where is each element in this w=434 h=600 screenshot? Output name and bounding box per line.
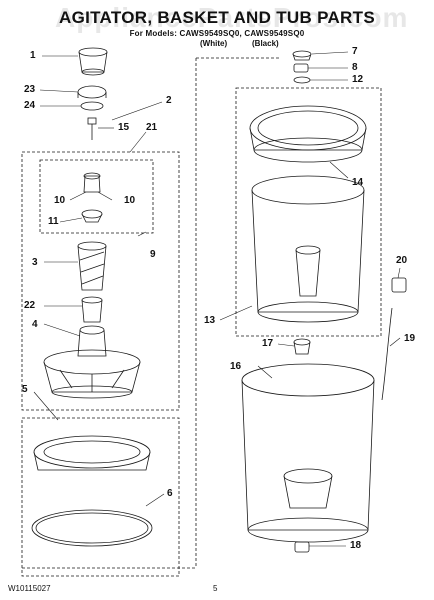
leader-lines — [33, 51, 401, 547]
part-bolt — [87, 117, 97, 140]
part-clip — [391, 277, 407, 293]
watermark: AppliancePartsPros.com — [55, 2, 409, 33]
doc-number: W10115027 — [8, 584, 51, 593]
callout-4: 4 — [32, 319, 38, 330]
part-hose — [381, 307, 393, 401]
callout-23: 23 — [24, 84, 36, 95]
callout-16: 16 — [230, 361, 242, 372]
callout-2: 2 — [166, 95, 172, 106]
part-spline — [81, 296, 103, 323]
group-box-basket — [235, 87, 382, 337]
callout-5: 5 — [22, 384, 28, 395]
part-cam-assembly — [81, 172, 103, 223]
part-gasket — [31, 509, 153, 547]
callout-12: 12 — [352, 74, 364, 85]
part-washer — [293, 76, 311, 84]
group-box-tub-ring — [21, 417, 180, 577]
part-nut — [293, 63, 309, 73]
page-number: 5 — [213, 584, 218, 593]
variant-black: (Black) — [252, 39, 279, 48]
callout-10b: 10 — [124, 195, 136, 206]
part-auger — [77, 241, 107, 291]
callout-8: 8 — [352, 62, 358, 73]
callout-14: 14 — [352, 177, 364, 188]
callout-1: 1 — [30, 50, 36, 61]
callout-11: 11 — [48, 216, 59, 227]
part-balance-ring — [249, 105, 367, 163]
callout-6: 6 — [167, 488, 173, 499]
callout-3: 3 — [32, 257, 38, 268]
callout-9: 9 — [150, 249, 156, 260]
part-tub-ring — [33, 435, 151, 471]
callout-18: 18 — [350, 540, 362, 551]
callout-24: 24 — [24, 100, 36, 111]
callout-22: 22 — [24, 300, 36, 311]
part-hub-nut — [294, 541, 310, 553]
part-bushing — [293, 338, 311, 355]
part-outer-tub — [241, 363, 375, 543]
part-agitator-base — [43, 325, 141, 399]
page-title: AGITATOR, BASKET AND TUB PARTS — [59, 8, 375, 27]
callout-17: 17 — [262, 338, 274, 349]
part-wash-basket — [251, 175, 365, 323]
part-nut-cap — [292, 50, 312, 61]
variant-white: (White) — [200, 39, 228, 48]
callout-7: 7 — [352, 46, 358, 57]
callout-10a: 10 — [54, 195, 66, 206]
callout-15: 15 — [118, 122, 130, 133]
callout-21: 21 — [146, 122, 158, 133]
part-agitator-cap — [78, 47, 108, 76]
part-seal-housing — [77, 85, 107, 99]
callout-20: 20 — [396, 255, 408, 266]
part-o-ring — [80, 101, 104, 111]
model-numbers: For Models: CAWS9549SQ0, CAWS9549SQ0 — [129, 29, 305, 38]
group-box-cam — [39, 159, 154, 234]
callout-19: 19 — [404, 333, 416, 344]
callout-13: 13 — [204, 315, 216, 326]
group-box-agitator — [21, 151, 180, 411]
